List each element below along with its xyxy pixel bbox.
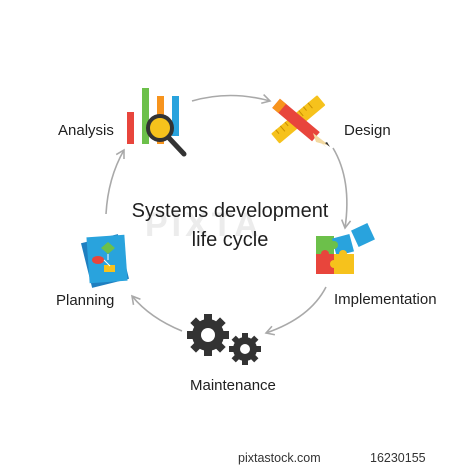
arrow-maintenance-to-planning xyxy=(130,294,183,332)
stage-label-analysis: Analysis xyxy=(58,122,114,139)
diagram-title-line2: life cycle xyxy=(191,229,269,251)
footer-bar: pixtastock.com 16230155 xyxy=(0,448,450,469)
footer-id: 16230155 xyxy=(370,451,426,465)
puzzle-icon xyxy=(316,223,375,274)
watermark: PIXTA xyxy=(145,206,263,244)
arrow-design-to-implementation xyxy=(332,147,352,230)
footer-site: pixtastock.com xyxy=(238,451,321,465)
diagram-title-line1: Systems development xyxy=(131,200,329,222)
pencil-ruler-icon xyxy=(271,95,330,148)
stage-label-planning: Planning xyxy=(56,292,115,309)
gears-icon xyxy=(187,314,261,365)
stage-label-design: Design xyxy=(344,122,391,139)
stage-label-implementation: Implementation xyxy=(334,291,437,308)
arrow-planning-to-analysis xyxy=(105,148,125,215)
flowchart-document-icon xyxy=(81,234,129,288)
bar-chart-magnifier-icon xyxy=(127,88,187,157)
arrow-implementation-to-maintenance xyxy=(264,286,327,336)
stage-label-maintenance: Maintenance xyxy=(190,377,276,394)
cycle-arrows xyxy=(105,94,352,336)
arrow-analysis-to-design xyxy=(191,94,272,105)
diagram-title: Systems development life cycle xyxy=(120,197,340,255)
